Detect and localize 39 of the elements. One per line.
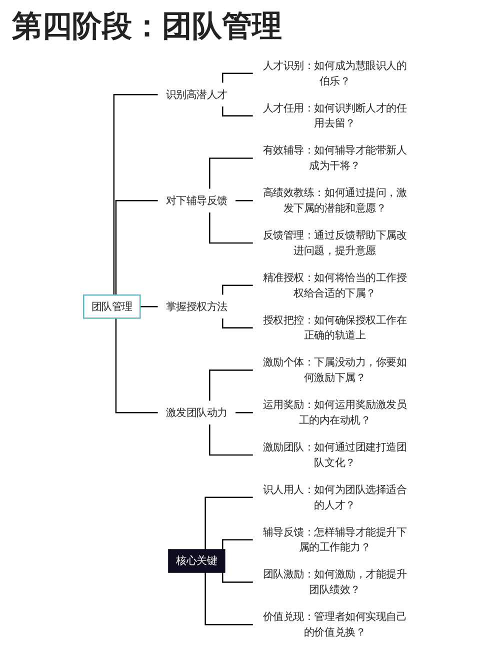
connector — [234, 412, 254, 414]
connector — [222, 572, 254, 583]
connector — [113, 94, 158, 296]
node-text: 人才识别：如何成为慧眼识人的伯乐？ — [262, 59, 407, 87]
node-text: 团队激励：如何激励，才能提升团队绩效？ — [262, 568, 407, 596]
node-text: 识人用人：如何为团队选择适合的人才？ — [262, 483, 407, 511]
connector — [222, 106, 254, 116]
connector — [115, 200, 158, 296]
node-box: 团队管理 — [82, 294, 141, 319]
node-box: 核心关键 — [168, 549, 226, 573]
node-text: 运用奖励：如何运用奖励激发员工的内在动机？ — [262, 398, 407, 426]
node-text: 反馈管理：通过反馈帮助下属改进问题，提升意愿 — [262, 228, 407, 256]
connector — [222, 72, 254, 84]
connector — [209, 370, 254, 402]
node-text: 授权把控：如何确保授权工作在正确的轨道上 — [262, 314, 407, 342]
connector — [209, 158, 254, 190]
node-text: 对下辅导反馈 — [166, 194, 228, 206]
connector — [222, 284, 254, 296]
node-text: 激励团队：如何通过团建打造团队文化？ — [262, 440, 407, 468]
connector — [234, 200, 254, 202]
node-text: 识别高潜人才 — [166, 88, 228, 100]
connector — [115, 318, 158, 414]
node-text: 人才任用：如何识判断人才的任用去留？ — [262, 102, 407, 130]
connector — [209, 424, 254, 456]
title: 第四阶段：团队管理 — [11, 8, 283, 46]
node-text: 激发团队动力 — [166, 406, 228, 418]
node-text: 掌握授权方法 — [166, 300, 228, 312]
node-text: 高绩效教练：如何通过提问，激发下属的潜能和意愿？ — [262, 186, 407, 214]
node-text: 精准授权：如何将恰当的工作授权给合适的下属？ — [262, 271, 407, 299]
connector — [204, 572, 254, 626]
connector — [222, 318, 254, 328]
connector — [209, 212, 254, 244]
node-text: 价值兑现：管理者如何实现自己的价值兑换？ — [262, 610, 407, 638]
connector — [140, 306, 158, 308]
node-text: 有效辅导：如何辅导才能带新人成为干将？ — [262, 144, 407, 172]
connector — [204, 496, 254, 550]
node-text: 辅导反馈：怎样辅导才能提升下属的工作能力？ — [262, 526, 407, 554]
node-text: 激励个体：下属没动力，你要如何激励下属？ — [262, 356, 407, 384]
connector — [222, 539, 254, 550]
